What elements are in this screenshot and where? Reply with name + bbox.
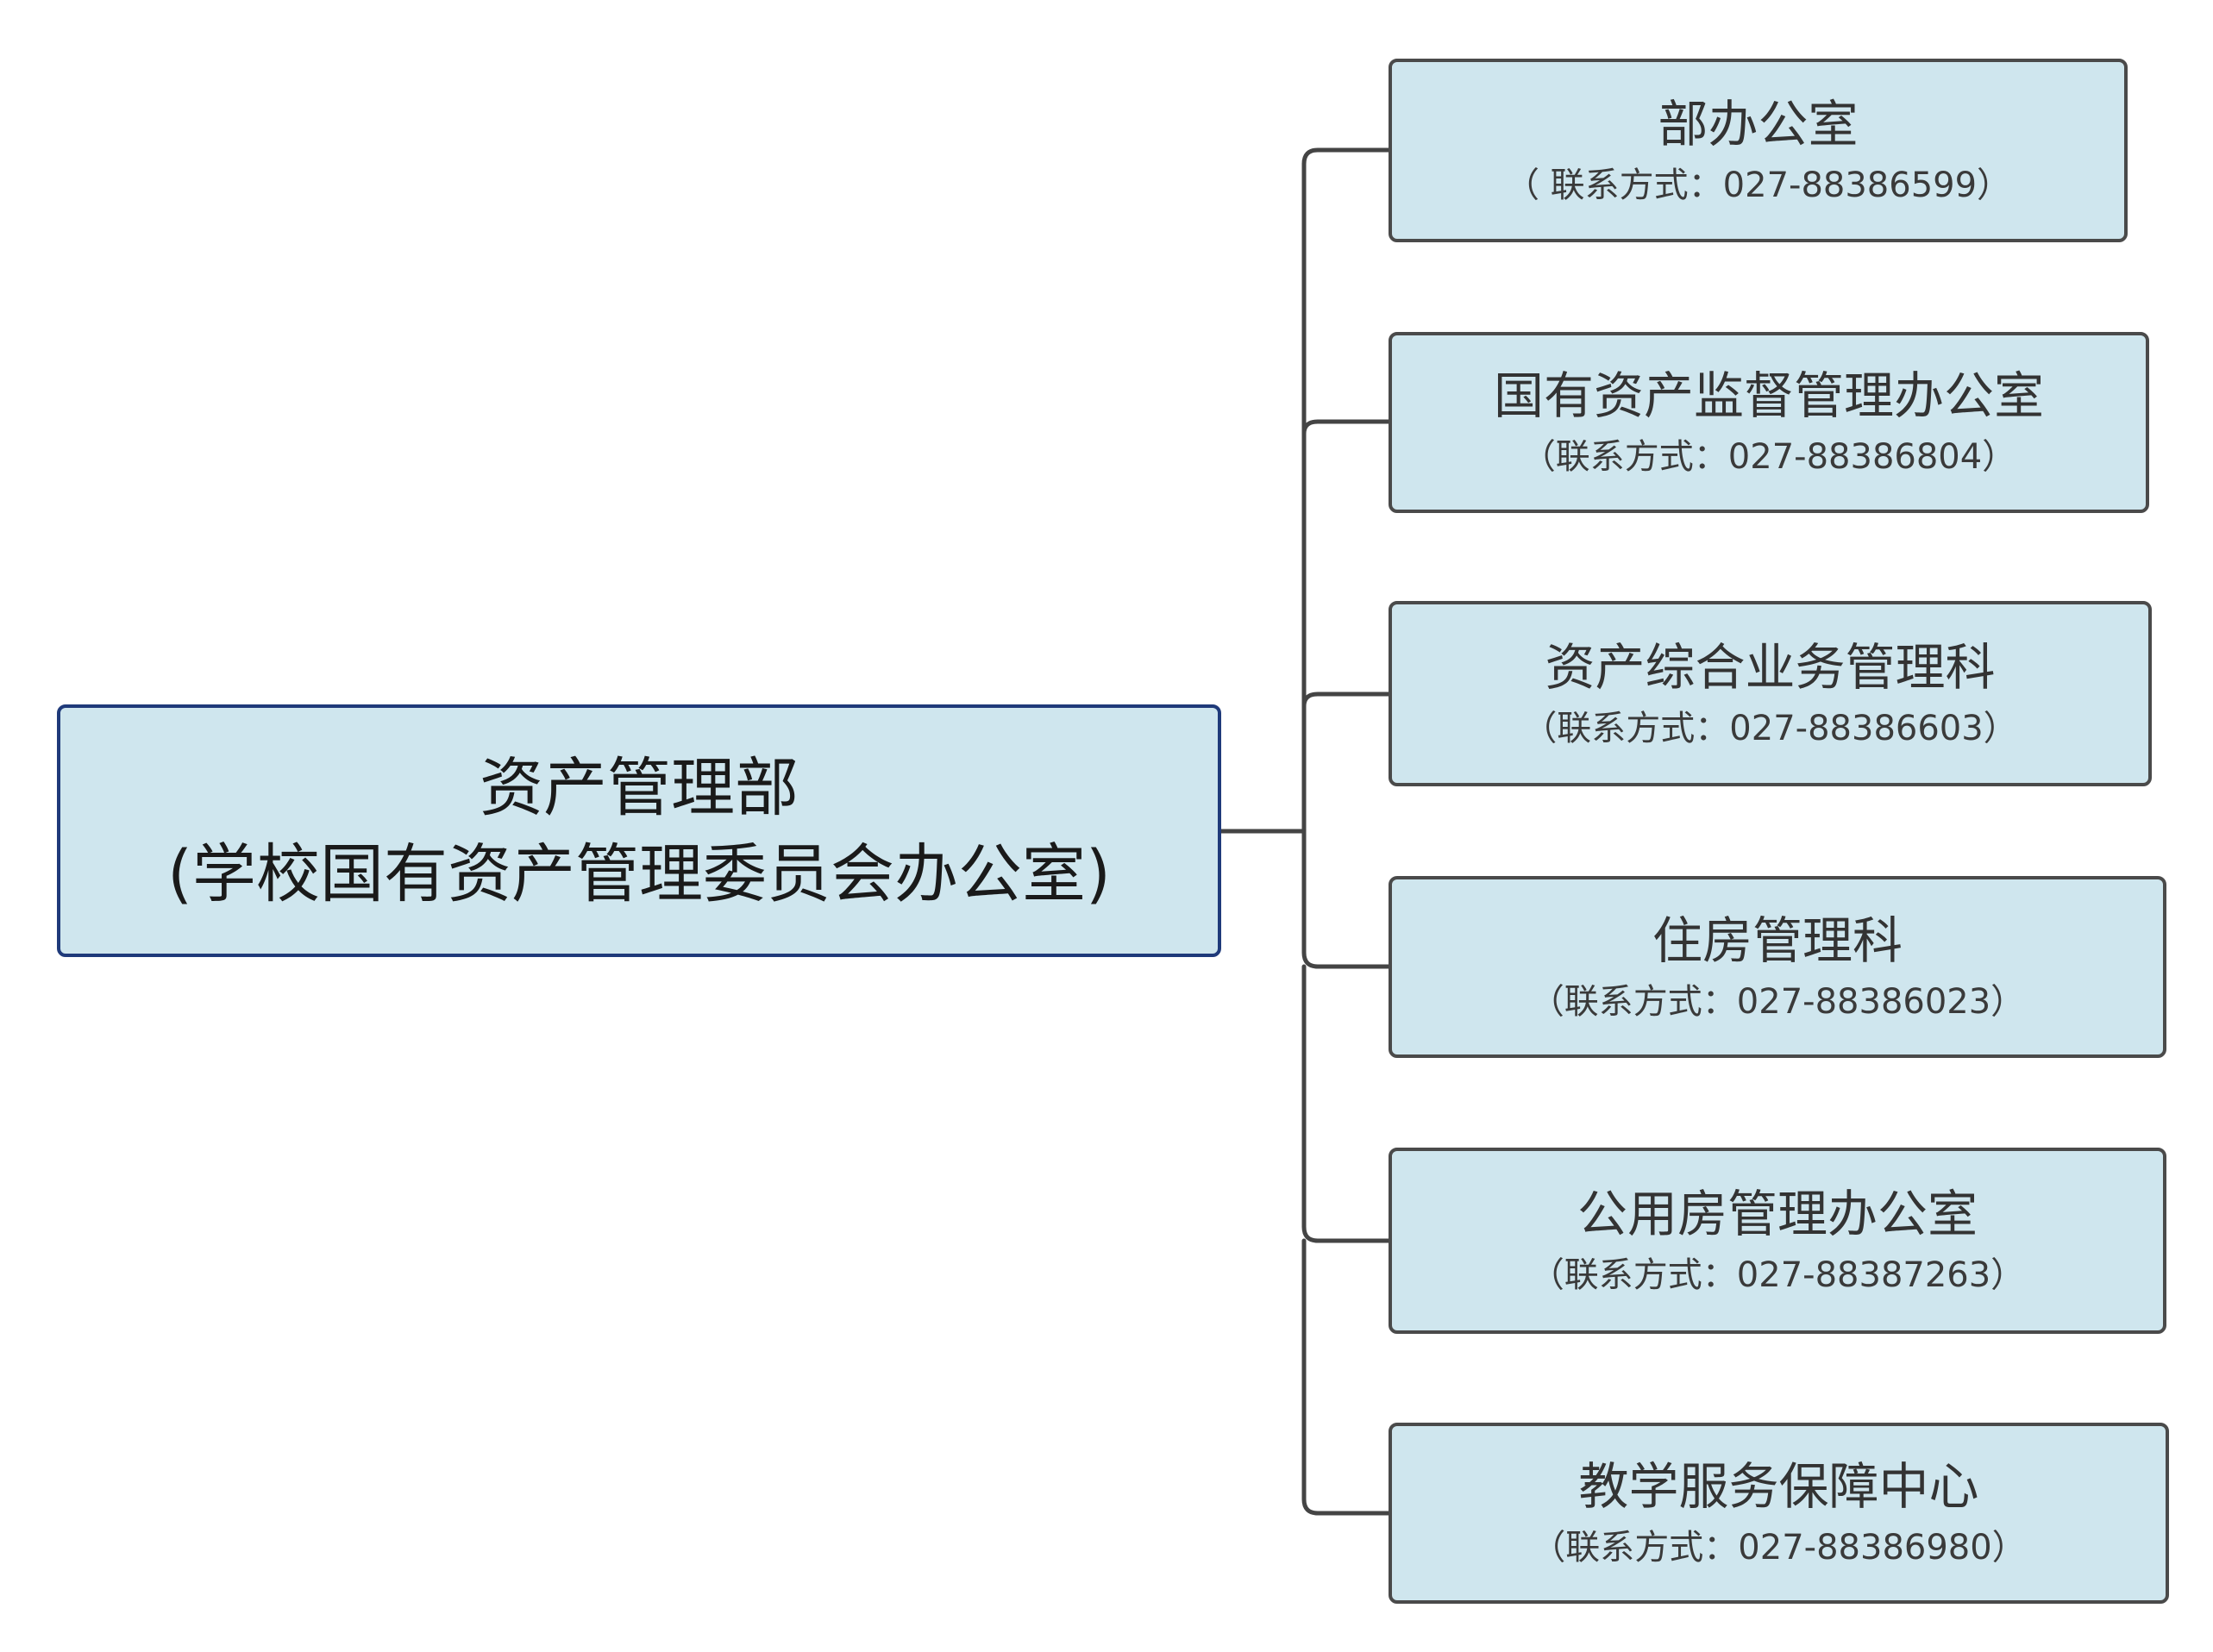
- root-subtitle: (学校国有资产管理委员会办公室): [167, 836, 1111, 911]
- child-node-asset-business[interactable]: 资产综合业务管理科 （联系方式：027-88386603）: [1389, 601, 2152, 786]
- branch-connector-0: [1301, 147, 1391, 834]
- child-node-housing[interactable]: 住房管理科 （联系方式：027-88386023）: [1389, 876, 2166, 1058]
- branch-connector-4: [1301, 964, 1391, 1243]
- child-contact: （联系方式：027-88387263）: [1529, 1255, 2026, 1295]
- root-node[interactable]: 资产管理部 (学校国有资产管理委员会办公室): [57, 704, 1221, 957]
- child-contact: （联系方式：027-88386980）: [1531, 1528, 2027, 1568]
- child-title: 资产综合业务管理科: [1545, 637, 1996, 697]
- child-contact: （联系方式：027-88386804）: [1520, 437, 2017, 477]
- branch-connector-2: [1301, 691, 1391, 709]
- child-title: 教学服务保障中心: [1578, 1457, 1979, 1516]
- child-node-teaching-service[interactable]: 教学服务保障中心 （联系方式：027-88386980）: [1389, 1423, 2169, 1604]
- child-node-office[interactable]: 部办公室 （ 联系方式：027-88386599）: [1389, 59, 2128, 242]
- child-title: 公用房管理办公室: [1577, 1185, 1978, 1243]
- child-title: 部办公室: [1658, 94, 1859, 153]
- child-title: 国有资产监督管理办公室: [1493, 366, 2044, 425]
- branch-connector-1: [1301, 419, 1391, 436]
- child-node-public-housing[interactable]: 公用房管理办公室 （联系方式：027-88387263）: [1389, 1148, 2166, 1334]
- root-title: 资产管理部: [480, 750, 799, 825]
- child-title: 住房管理科: [1652, 910, 1903, 970]
- branch-connector-3: [1301, 829, 1391, 969]
- branch-connector-5: [1301, 1238, 1391, 1516]
- child-contact: （联系方式：027-88386023）: [1529, 981, 2026, 1022]
- child-node-state-asset-supervision[interactable]: 国有资产监督管理办公室 （联系方式：027-88386804）: [1389, 332, 2149, 513]
- child-contact: （联系方式：027-88386603）: [1522, 708, 2018, 748]
- child-contact: （ 联系方式：027-88386599）: [1504, 165, 2012, 205]
